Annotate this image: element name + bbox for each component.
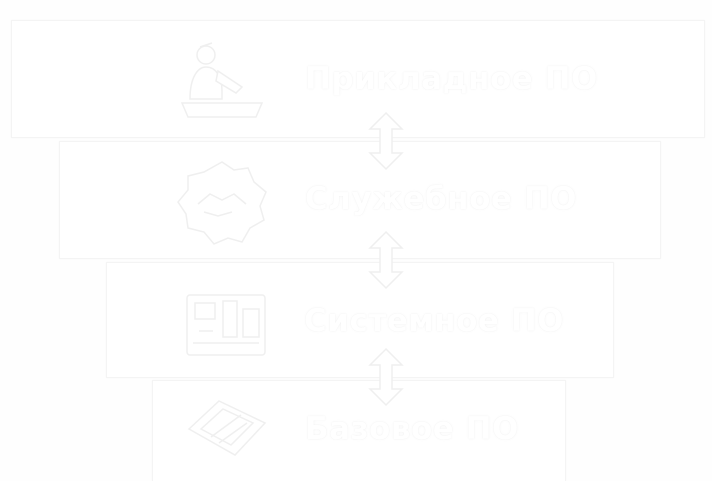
tier-label: Системное ПО [304, 303, 565, 339]
double-arrow-icon [368, 111, 404, 171]
tier-utility-software: Служебное ПО [59, 141, 661, 259]
double-arrow-icon [368, 230, 404, 290]
tier-label: Прикладное ПО [305, 61, 598, 97]
tier-system-software: Системное ПО [106, 262, 614, 378]
tier-applied-software: Прикладное ПО [11, 20, 705, 138]
person-laptop-icon [180, 42, 264, 118]
computer-system-icon [186, 294, 266, 356]
tier-base-software: Базовое ПО [152, 380, 566, 481]
hardware-chip-icon [187, 400, 267, 456]
gear-handshake-icon [177, 161, 267, 245]
tier-label: Служебное ПО [305, 181, 578, 217]
tier-label: Базовое ПО [305, 411, 519, 447]
double-arrow-icon [368, 347, 404, 407]
